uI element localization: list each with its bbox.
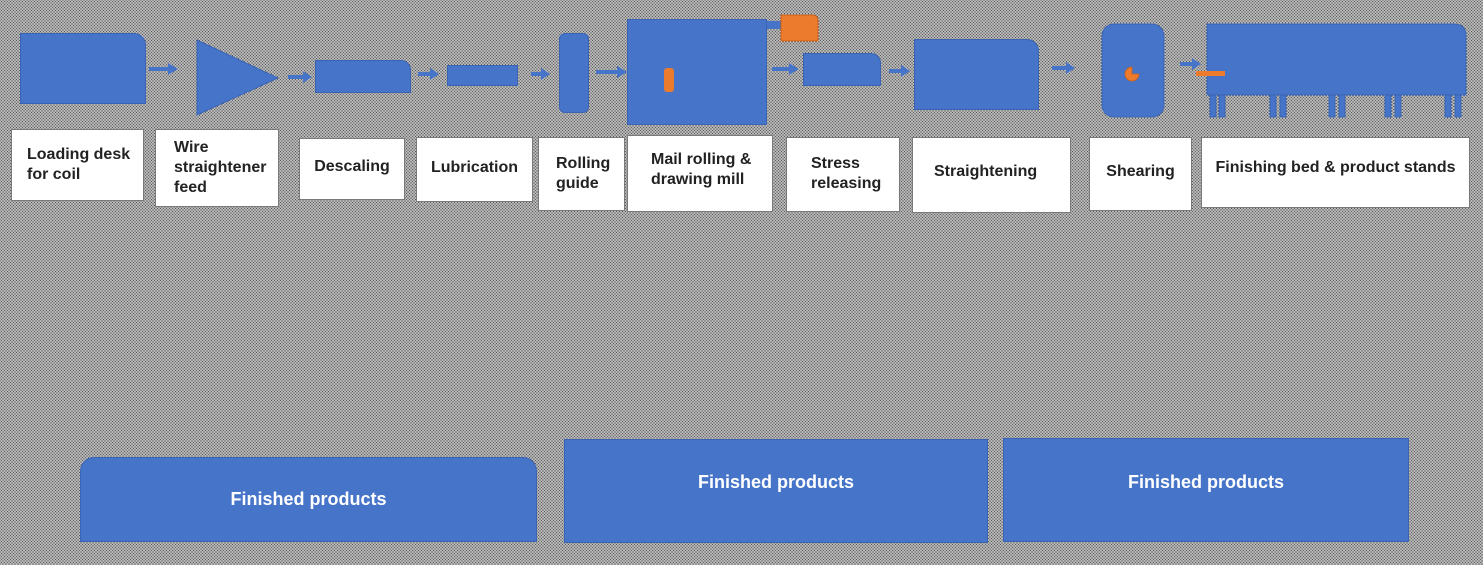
right-arrow-icon (889, 65, 910, 77)
finishing-bed-machine (1206, 23, 1467, 96)
right-arrow-icon (1180, 58, 1201, 70)
stage-label-loading-desk: Loading desk for coil (11, 129, 144, 201)
finished-products-box-2: Finished products (564, 439, 988, 543)
right-arrow-icon (418, 68, 439, 80)
right-arrow-icon (288, 71, 312, 83)
descaling-machine (315, 60, 411, 93)
stage-label-wire-straightener-feed: Wire straightener feed (155, 129, 279, 207)
loading-desk-machine (20, 33, 146, 104)
lubrication-machine (447, 65, 518, 86)
stage-label-mail-rolling-drawing-mill: Mail rolling & drawing mill (627, 135, 773, 212)
right-arrow-icon (1052, 62, 1075, 74)
right-arrow-icon (596, 66, 627, 78)
stage-label-shearing: Shearing (1089, 137, 1192, 211)
orange-shear-icon (1124, 66, 1140, 82)
stage-label-stress-releasing: Stress releasing (786, 137, 900, 212)
orange-feed-bar-icon (1196, 71, 1225, 76)
straightening-machine (914, 39, 1039, 110)
finished-products-box-3: Finished products (1003, 438, 1409, 542)
stage-label-lubrication: Lubrication (416, 137, 533, 202)
stage-label-finishing-bed: Finishing bed & product stands (1201, 137, 1470, 208)
rolling-guide-machine (559, 33, 589, 113)
right-arrow-icon (531, 68, 550, 80)
stage-label-rolling-guide: Rolling guide (538, 137, 625, 211)
orange-motor-icon (780, 14, 819, 42)
right-arrow-icon (149, 63, 178, 75)
right-arrow-icon (772, 63, 799, 75)
mill-connector (758, 21, 782, 29)
orange-roller-icon (664, 68, 674, 92)
wire-straightener-machine (196, 39, 280, 116)
finished-products-box-1: Finished products (80, 457, 537, 542)
mill-machine (627, 19, 767, 125)
shearing-machine (1101, 23, 1165, 118)
stage-label-descaling: Descaling (299, 138, 405, 200)
stress-releasing-machine (803, 53, 881, 86)
product-stands (1209, 94, 1462, 118)
stage-label-straightening: Straightening (912, 137, 1071, 213)
